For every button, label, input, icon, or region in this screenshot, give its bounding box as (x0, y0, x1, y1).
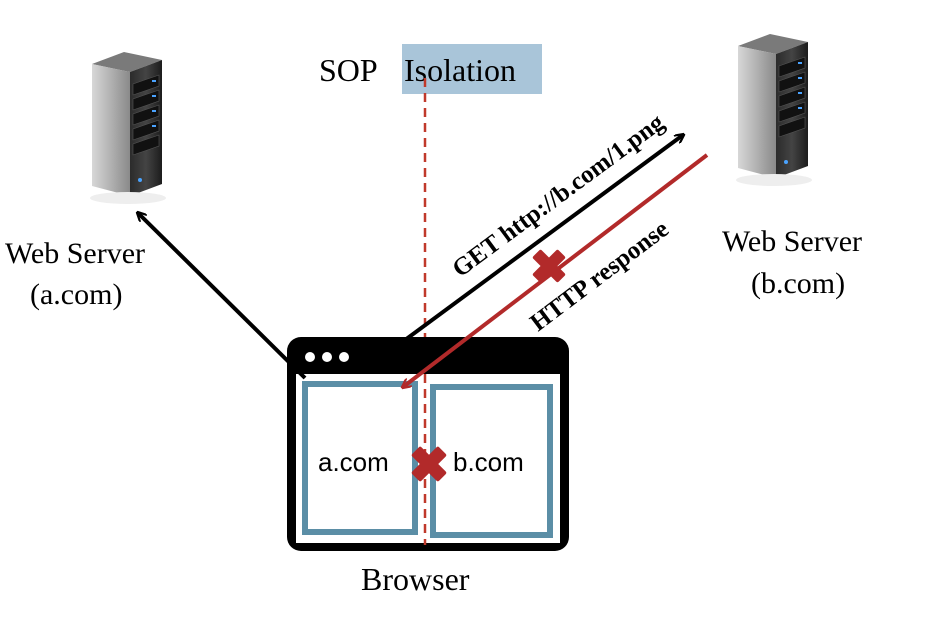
server-b-label-line2: (b.com) (751, 267, 845, 300)
window-dot (322, 352, 332, 362)
window-dot (339, 352, 349, 362)
arrow-to-server-a (138, 213, 307, 380)
frame-b-label: b.com (453, 447, 524, 477)
window-dot (305, 352, 315, 362)
browser-label: Browser (361, 561, 470, 597)
server-a-icon (90, 52, 166, 204)
server-b-label-line1: Web Server (722, 225, 862, 258)
server-b-icon (736, 34, 812, 186)
frame-a-label: a.com (318, 447, 389, 477)
title-highlight: Isolation (404, 52, 516, 88)
request-arrow (403, 135, 683, 342)
title-prefix: SOP (319, 52, 378, 88)
blocked-frame-x-icon (411, 446, 447, 482)
blocked-response-x-icon (532, 249, 566, 283)
server-a-label-line2: (a.com) (30, 278, 122, 311)
server-a-label-line1: Web Server (5, 237, 145, 270)
